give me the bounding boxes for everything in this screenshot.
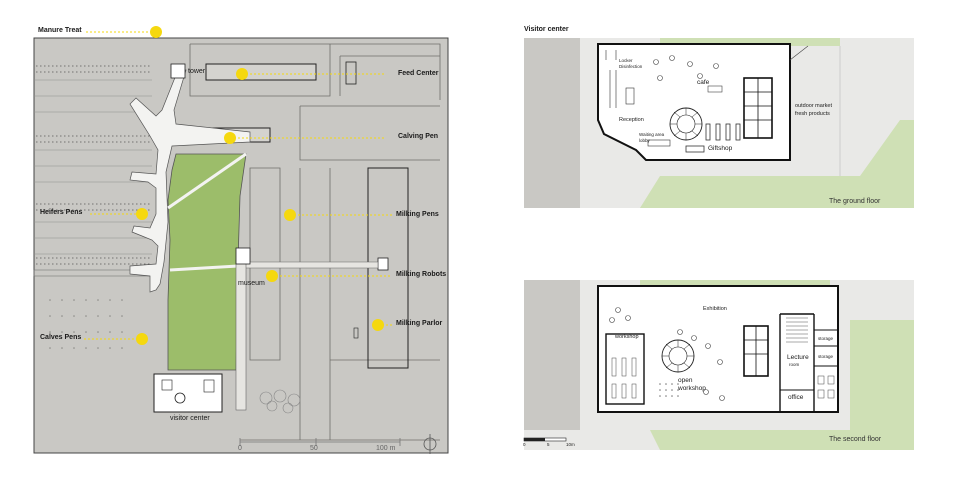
marker-milking-pens[interactable] (284, 209, 296, 221)
caption-second-floor: The second floor (829, 436, 882, 443)
label-museum: museum (238, 280, 265, 287)
feed-center-building (205, 63, 317, 81)
visitor-scale-bar (523, 437, 567, 442)
marker-feed-center[interactable] (236, 68, 248, 80)
visitor-center-title: Visitor center (524, 26, 569, 33)
visitor-scale-zero: 0 (523, 442, 526, 447)
label-calves-pens: Calves Pens (40, 334, 82, 341)
caption-ground-floor: The ground floor (829, 198, 881, 205)
site-scale-mid: 50 (310, 445, 318, 452)
site-scale-zero: 0 (238, 445, 242, 452)
room-open: open (678, 377, 693, 384)
room-open-workshop: workshop (678, 385, 706, 392)
room-exhibition: Exhibition (703, 306, 727, 312)
site-plan (33, 26, 449, 454)
second-floor-outline[interactable] (597, 285, 839, 413)
north-arrow-icon (423, 434, 437, 454)
visitor-center-footprint (153, 373, 223, 413)
branching-corridor (129, 69, 251, 293)
label-milking-pens: Milking Pens (396, 211, 439, 218)
room-giftshop: Giftshop (708, 145, 733, 152)
visitor-scale-end: 10m (566, 442, 575, 447)
room-fresh-products: fresh products (795, 111, 830, 117)
room-room: room (789, 362, 800, 367)
milking-robot-box (377, 257, 389, 271)
marker-calving-pen[interactable] (224, 132, 236, 144)
room-lobby: lobby (639, 138, 650, 143)
grass-field (167, 153, 247, 371)
walkway-east (239, 261, 379, 269)
label-visitor-center: visitor center (170, 415, 210, 422)
room-waiting-area: Waiting area (639, 132, 665, 137)
room-locker: Locker (619, 58, 633, 63)
label-calving-pen: Calving Pen (398, 133, 439, 140)
marker-milking-parlor[interactable] (372, 319, 384, 331)
marker-heifers-pens[interactable] (136, 208, 148, 220)
room-storage-1: storage (818, 336, 834, 341)
room-workshop: workshop (615, 334, 639, 340)
room-cafe: cafe (697, 79, 710, 86)
label-feed-center: Feed Center (398, 70, 439, 77)
room-disinfection: Disinfection (619, 64, 643, 69)
label-manure-treat: Manure Treat (38, 27, 82, 34)
marker-calves-pens[interactable] (136, 333, 148, 345)
label-milking-robots: Milking Robots (396, 271, 447, 278)
tower-block (170, 63, 186, 79)
site-scale-end: 100 m (376, 445, 396, 452)
ground-floor-plan (524, 38, 914, 208)
room-office: office (788, 394, 804, 401)
site-scale-bar (239, 438, 401, 446)
marker-manure-treat[interactable] (150, 26, 162, 38)
ground-floor-outline[interactable] (597, 43, 791, 161)
room-reception: Reception (619, 117, 644, 123)
room-outdoor-market: outdoor market (795, 103, 832, 109)
second-floor-plan (523, 280, 914, 450)
workshop-room[interactable] (605, 333, 645, 405)
label-milking-parlor: Milking Parlor (396, 320, 443, 327)
room-storage-2: storage (818, 354, 834, 359)
label-tower: tower (188, 68, 206, 75)
room-lecture: Lecture (787, 354, 809, 361)
visitor-scale-mid: 5 (547, 442, 550, 447)
label-heifers-pens: Heifers Pens (40, 209, 83, 216)
marker-milking-robots[interactable] (266, 270, 278, 282)
